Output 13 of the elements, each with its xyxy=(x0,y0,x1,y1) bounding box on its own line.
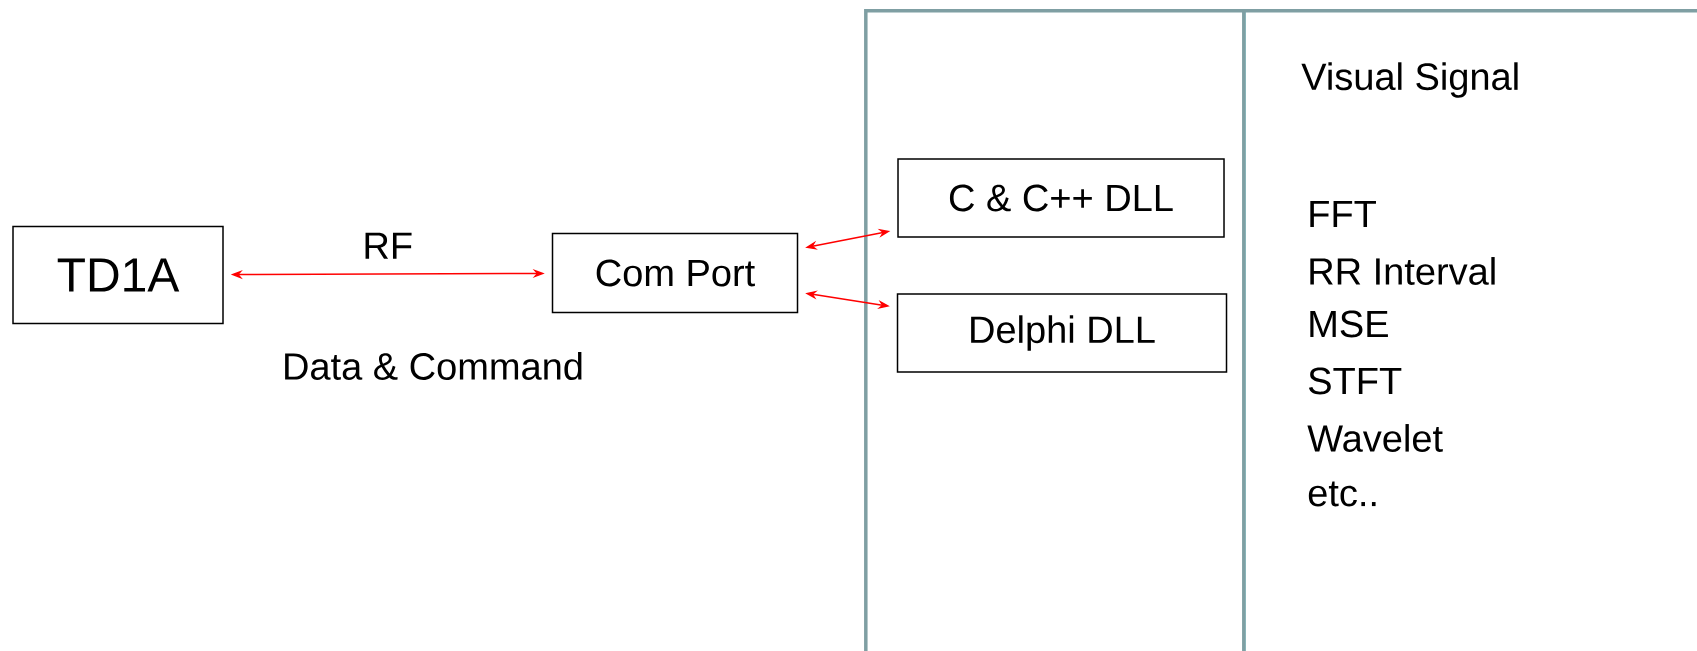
list-item: STFT xyxy=(1308,367,1402,395)
note: Data & Command xyxy=(285,352,582,380)
list-item: MSE xyxy=(1310,310,1388,338)
process-box: Com Port xyxy=(551,232,799,314)
process-box: C & C++ DLL xyxy=(897,158,1225,238)
list-item: RR Interval xyxy=(1310,257,1495,285)
edge-label: RF xyxy=(361,231,415,260)
list-item: Wavelet xyxy=(1307,424,1443,452)
list-item: etc.. xyxy=(1308,481,1376,507)
process-box: Delphi DLL xyxy=(896,293,1228,373)
list-item: FFT xyxy=(1310,200,1376,228)
panel-heading: Visual Signal xyxy=(1301,62,1518,98)
process-box: TD1A xyxy=(12,225,224,325)
